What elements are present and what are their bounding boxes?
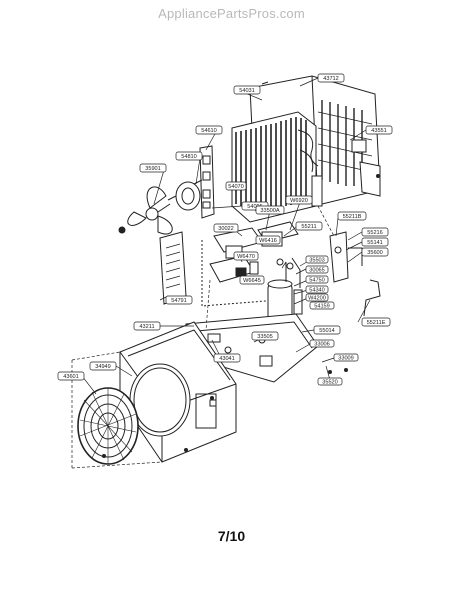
svg-text:54031: 54031 xyxy=(239,88,255,94)
callout-label: 43551 xyxy=(365,125,393,135)
callout-label: 35600 xyxy=(361,247,389,257)
control-box-assembly xyxy=(201,221,299,307)
callout-label: 35520 xyxy=(317,377,343,386)
callout-label: 33009 xyxy=(333,353,359,362)
callout-label: 54810 xyxy=(175,151,203,161)
condenser-coil xyxy=(231,111,323,223)
callout-label: W6416 xyxy=(255,235,281,245)
svg-text:54791: 54791 xyxy=(171,298,187,304)
page-number: 7/10 xyxy=(217,528,246,544)
callout-label: 55211 xyxy=(295,221,323,231)
svg-text:35901: 35901 xyxy=(145,166,161,172)
svg-text:W6645: W6645 xyxy=(243,278,261,284)
svg-text:55216: 55216 xyxy=(367,230,383,236)
svg-text:43601: 43601 xyxy=(63,374,79,380)
callout-label: 55141 xyxy=(361,237,389,247)
callout-label: 43211 xyxy=(133,321,161,331)
callout-labels: 43712 54031 43551 54610 54810 35901 5407… xyxy=(57,73,393,386)
front-cabinet xyxy=(119,321,237,463)
callout-label: 55211B xyxy=(337,211,367,221)
svg-text:54610: 54610 xyxy=(201,128,217,134)
svg-text:55211: 55211 xyxy=(301,224,316,230)
svg-text:35600: 35600 xyxy=(367,250,383,256)
callout-label: 54159 xyxy=(309,301,335,310)
callout-label: 54791 xyxy=(165,295,193,305)
callout-label: W6645 xyxy=(239,275,265,285)
svg-text:54340: 54340 xyxy=(309,288,325,294)
svg-text:43551: 43551 xyxy=(371,128,387,134)
svg-text:54070: 54070 xyxy=(228,184,244,190)
callout-label: 35901 xyxy=(139,163,167,173)
svg-text:33006: 33006 xyxy=(314,342,330,348)
svg-text:43041: 43041 xyxy=(219,356,235,362)
svg-text:54159: 54159 xyxy=(314,304,330,310)
svg-text:55014: 55014 xyxy=(319,328,335,334)
screw-icons xyxy=(102,174,380,458)
service-valve-assembly xyxy=(329,231,381,317)
svg-text:W4200: W4200 xyxy=(308,296,326,302)
compressor xyxy=(267,257,303,325)
callout-label: W4200 xyxy=(305,293,329,302)
callout-label: 54750 xyxy=(305,275,329,284)
callout-label: W6920 xyxy=(285,195,313,205)
callout-label: 34949 xyxy=(89,361,117,371)
callout-label: 43712 xyxy=(317,73,345,83)
propeller-fan xyxy=(118,186,173,235)
callout-label: 33500A xyxy=(255,205,285,215)
callout-label: 54031 xyxy=(233,85,261,95)
callout-label: 35503 xyxy=(305,255,329,264)
callout-label: 43041 xyxy=(213,353,241,363)
callout-label: 33006 xyxy=(309,339,335,348)
svg-text:55141: 55141 xyxy=(367,240,383,246)
callout-label: W6470 xyxy=(233,251,259,261)
svg-text:33009: 33009 xyxy=(338,356,354,362)
callout-label: 30065 xyxy=(305,265,329,274)
fan-motor xyxy=(167,179,203,211)
callout-label: 33505 xyxy=(251,331,279,341)
svg-text:33505: 33505 xyxy=(257,334,273,340)
svg-text:55211E: 55211E xyxy=(367,320,386,326)
svg-text:30065: 30065 xyxy=(309,268,325,274)
svg-text:W6920: W6920 xyxy=(290,198,308,204)
svg-text:35503: 35503 xyxy=(309,258,325,264)
watermark: AppliancePartsPros.com xyxy=(158,6,305,21)
fan-grille xyxy=(77,387,139,465)
svg-text:30022: 30022 xyxy=(218,226,234,232)
svg-text:33500A: 33500A xyxy=(260,208,280,214)
callout-label: 43601 xyxy=(57,371,85,381)
svg-text:W6470: W6470 xyxy=(237,254,255,260)
callout-label: 54610 xyxy=(195,125,223,135)
callout-label: 55211E xyxy=(361,317,391,327)
side-panel xyxy=(159,231,187,305)
callout-label: 30022 xyxy=(213,223,239,233)
svg-text:43211: 43211 xyxy=(139,324,154,330)
callout-label: 54340 xyxy=(305,285,329,294)
svg-text:43712: 43712 xyxy=(323,76,339,82)
callout-label: 55216 xyxy=(361,227,389,237)
callout-label: 54070 xyxy=(225,181,247,191)
svg-text:W6416: W6416 xyxy=(259,238,277,244)
svg-text:34949: 34949 xyxy=(95,364,111,370)
svg-text:55211B: 55211B xyxy=(343,214,362,220)
svg-text:54810: 54810 xyxy=(181,154,197,160)
svg-text:54750: 54750 xyxy=(309,278,325,284)
svg-text:35520: 35520 xyxy=(322,380,338,386)
callout-label: 55014 xyxy=(313,325,341,335)
svg-text:54095: 54095 xyxy=(247,204,263,210)
